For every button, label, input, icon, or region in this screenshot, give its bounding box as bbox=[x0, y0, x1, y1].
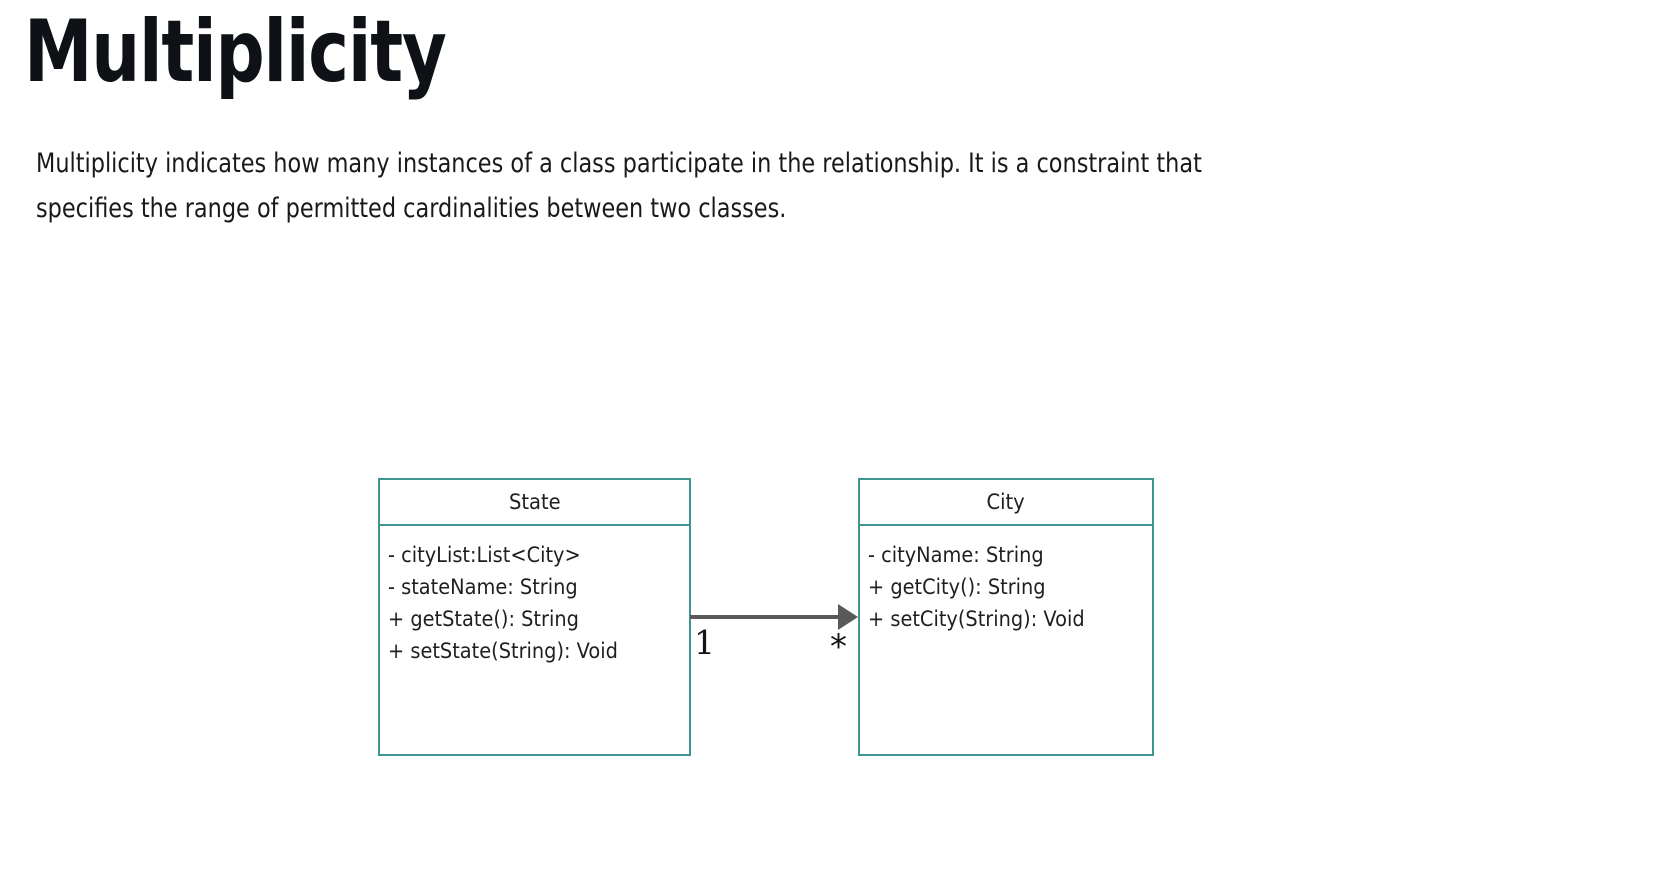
slide-body-text: Multiplicity indicates how many instance… bbox=[36, 141, 1388, 231]
uml-class-city-header: City bbox=[860, 480, 1152, 526]
uml-class-city[interactable]: City - cityName: String + getCity(): Str… bbox=[858, 478, 1154, 756]
uml-member: - stateName: String bbox=[388, 575, 578, 600]
uml-member: - cityList:List<City> bbox=[388, 543, 581, 568]
uml-member: + getCity(): String bbox=[868, 575, 1046, 600]
uml-member: + setState(String): Void bbox=[388, 639, 618, 664]
uml-member: + getState(): String bbox=[388, 607, 579, 632]
multiplicity-label-source: 1 bbox=[694, 623, 715, 662]
uml-member: - cityName: String bbox=[868, 543, 1044, 568]
body-line-1: Multiplicity indicates how many instance… bbox=[36, 148, 1202, 179]
uml-class-state[interactable]: State - cityList:List<City> - stateName:… bbox=[378, 478, 691, 756]
uml-class-state-name: State bbox=[508, 489, 561, 514]
uml-class-state-header: State bbox=[380, 480, 689, 526]
uml-member: + setCity(String): Void bbox=[868, 607, 1085, 632]
uml-class-state-members: - cityList:List<City> - stateName: Strin… bbox=[380, 526, 689, 668]
arrow-head-icon bbox=[838, 604, 858, 630]
association-line[interactable] bbox=[690, 615, 842, 619]
page-title: Multiplicity bbox=[24, 2, 447, 102]
multiplicity-label-target: * bbox=[830, 627, 847, 667]
body-line-2: specifies the range of permitted cardina… bbox=[36, 193, 787, 224]
uml-class-city-name: City bbox=[986, 489, 1026, 514]
uml-class-city-members: - cityName: String + getCity(): String +… bbox=[860, 526, 1152, 636]
